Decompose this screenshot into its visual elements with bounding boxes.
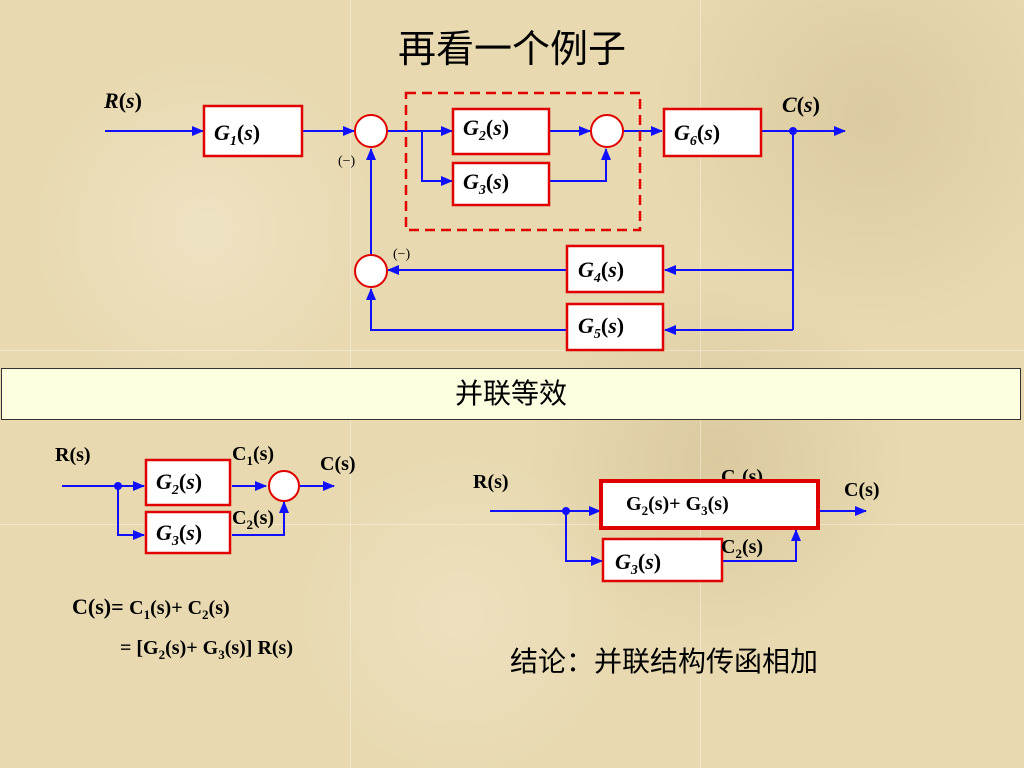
page-title: 再看一个例子 <box>397 27 626 71</box>
minus-sign: (−) <box>338 154 356 169</box>
minus-sign: (−) <box>393 247 411 262</box>
summing-junction <box>268 470 300 502</box>
block-g3-label: G3(s) <box>463 169 509 198</box>
block-g3 <box>144 510 232 555</box>
output-label: C(s) <box>782 92 820 117</box>
input-label: R(s) <box>103 88 142 113</box>
output-label: C(s) <box>844 479 880 501</box>
block-g2-label: G2(s) <box>156 469 202 498</box>
equation-line2: = [G2(s)+ G3(s)] R(s) <box>120 637 293 662</box>
summing-junction <box>590 114 624 148</box>
input-label: R(s) <box>55 444 91 466</box>
right-diagram <box>490 506 867 566</box>
block-g2-label: G2(s) <box>463 115 509 144</box>
summing-junction <box>354 254 388 288</box>
block-g3 <box>451 161 551 207</box>
signal-arrow <box>421 131 453 186</box>
branch-point <box>562 507 570 515</box>
equation-line1: C(s)= C1(s)+ C2(s) <box>72 594 230 622</box>
block-g6-label: G6(s) <box>674 120 720 149</box>
block-g3-label: G3(s) <box>156 520 202 549</box>
input-label: R(s) <box>473 471 509 493</box>
block-g5 <box>565 302 665 352</box>
block-g1-label: G1(s) <box>214 120 260 149</box>
section-band: 并联等效 <box>1 368 1021 420</box>
block-g3-label: G3(s) <box>615 549 661 578</box>
texture-line <box>0 350 1024 351</box>
top-diagram <box>105 126 846 335</box>
signal-arrow <box>117 486 145 540</box>
block-g6 <box>662 107 763 158</box>
c1-label: C1(s) <box>232 443 274 468</box>
signal-arrow <box>722 529 801 562</box>
block-g2-plus-g3-label: G2(s)+ G3(s) <box>626 493 729 518</box>
branch-point <box>114 482 122 490</box>
texture-line <box>0 524 1024 525</box>
summing-junction <box>354 114 388 148</box>
signal-arrow <box>550 148 611 182</box>
c2-label: C2(s) <box>721 536 763 561</box>
block-g2 <box>144 458 232 507</box>
parallel-highlight-box <box>404 91 642 232</box>
signal-arrow <box>366 288 566 331</box>
conclusion-text: 结论：并联结构传函相加 <box>510 645 819 678</box>
branch-point <box>789 127 797 135</box>
block-g2 <box>451 107 551 156</box>
c2-label: C2(s) <box>232 507 274 532</box>
signal-arrow <box>232 501 289 536</box>
block-g4 <box>565 244 665 294</box>
block-g3 <box>601 537 724 583</box>
block-g4-label: G4(s) <box>578 257 624 286</box>
block-g5-label: G5(s) <box>578 313 624 342</box>
block-g1 <box>202 104 304 158</box>
left-diagram <box>62 481 335 540</box>
output-label: C(s) <box>320 453 356 475</box>
block-g2-plus-g3 <box>599 479 820 530</box>
signal-arrow <box>565 511 603 566</box>
